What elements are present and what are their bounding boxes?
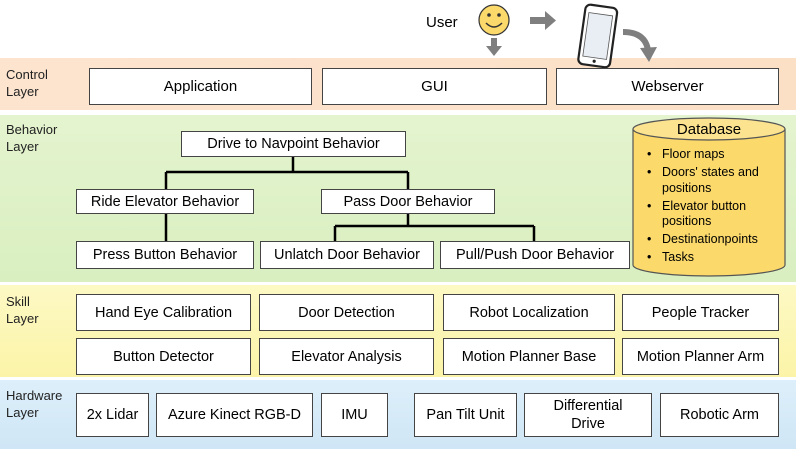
database-item: Elevator button positions	[642, 199, 782, 230]
database-cylinder: Database Floor maps Doors' states and po…	[632, 117, 786, 277]
database-title: Database	[676, 121, 742, 138]
robotic-arm-box: Robotic Arm	[660, 393, 779, 437]
application-box: Application	[89, 68, 312, 105]
pass-door-behavior-box: Pass Door Behavior	[321, 189, 495, 214]
database-item: Floor maps	[642, 147, 782, 163]
imu-box: IMU	[321, 393, 388, 437]
database-item: Tasks	[642, 250, 782, 266]
gui-box: GUI	[322, 68, 547, 105]
smiley-icon	[478, 4, 510, 36]
drive-to-navpoint-behavior-box: Drive to Navpoint Behavior	[181, 131, 406, 157]
webserver-box: Webserver	[556, 68, 779, 105]
behavior-layer-label: Behavior Layer	[6, 122, 58, 154]
button-detector-box: Button Detector	[76, 338, 251, 375]
pan-tilt-unit-box: Pan Tilt Unit	[414, 393, 517, 437]
database-item: Destinationpoints	[642, 232, 782, 248]
arrow-right-icon	[530, 11, 556, 30]
curved-arrow-icon	[622, 29, 657, 62]
motion-planner-base-box: Motion Planner Base	[443, 338, 615, 375]
lidar-box: 2x Lidar	[76, 393, 149, 437]
press-button-behavior-box: Press Button Behavior	[76, 241, 254, 269]
user-flow-icons	[478, 3, 657, 69]
ride-elevator-behavior-box: Ride Elevator Behavior	[76, 189, 254, 214]
people-tracker-box: People Tracker	[622, 294, 779, 331]
door-detection-box: Door Detection	[259, 294, 434, 331]
differential-drive-box: Differential Drive	[524, 393, 652, 437]
unlatch-door-behavior-box: Unlatch Door Behavior	[260, 241, 434, 269]
elevator-analysis-box: Elevator Analysis	[259, 338, 434, 375]
user-label: User	[426, 14, 458, 31]
skill-layer-label: Skill Layer	[6, 294, 39, 326]
database-items: Floor maps Doors' states and positions E…	[642, 147, 782, 268]
arrow-down-icon	[486, 38, 502, 56]
pull-push-door-behavior-box: Pull/Push Door Behavior	[440, 241, 630, 269]
control-layer-label: Control Layer	[6, 67, 48, 99]
smartphone-icon	[577, 3, 619, 69]
database-item: Doors' states and positions	[642, 165, 782, 196]
azure-kinect-box: Azure Kinect RGB-D	[156, 393, 313, 437]
motion-planner-arm-box: Motion Planner Arm	[622, 338, 779, 375]
hand-eye-calibration-box: Hand Eye Calibration	[76, 294, 251, 331]
hardware-layer-label: Hardware Layer	[6, 388, 63, 420]
robot-localization-box: Robot Localization	[443, 294, 615, 331]
